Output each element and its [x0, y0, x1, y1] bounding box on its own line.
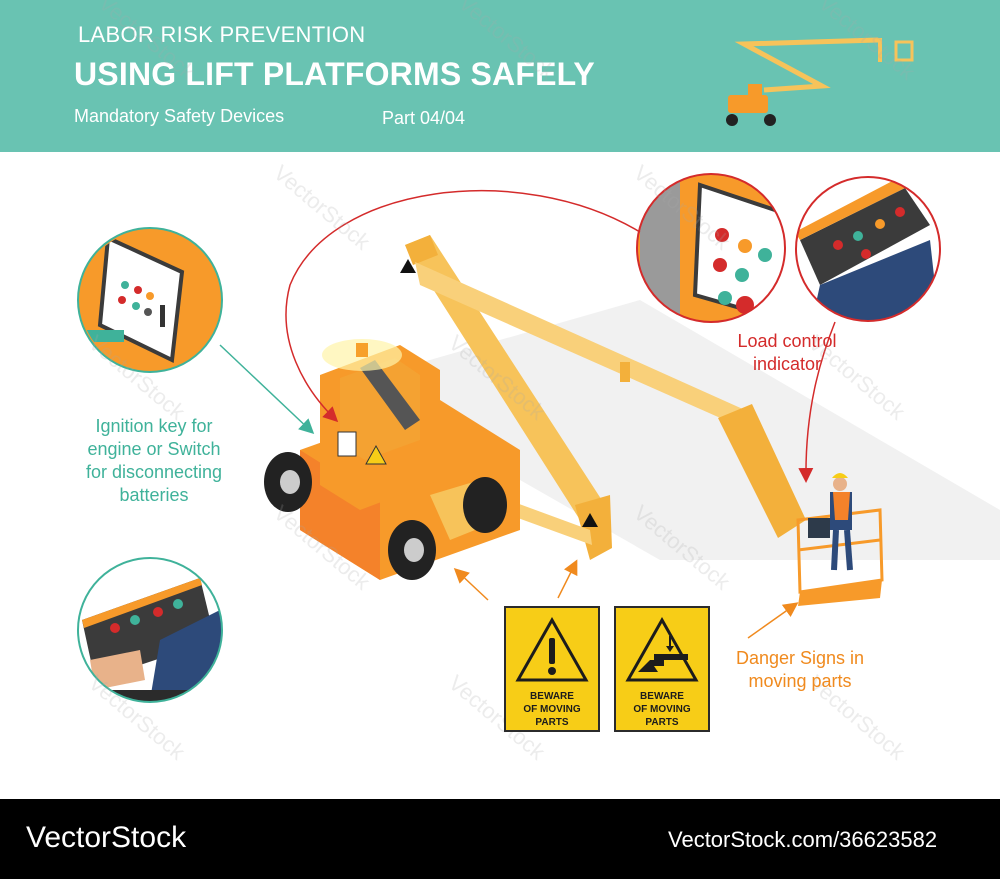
lift-basket: [796, 473, 884, 606]
header-banner: LABOR RISK PREVENTION USING LIFT PLATFOR…: [0, 0, 1000, 152]
ignition-arrow: [219, 344, 315, 435]
page-title: USING LIFT PLATFORMS SAFELY: [74, 56, 595, 92]
footer-bar: VectorStock VectorStock.com/36623582: [0, 799, 1000, 879]
danger-arrow-3: [747, 602, 799, 639]
ignition-callout-label: Ignition key for engine or Switch for di…: [85, 416, 223, 505]
wheels: [264, 452, 507, 580]
sign-text: BEWARE OF MOVING PARTS: [523, 691, 581, 728]
lift-icon: [726, 37, 914, 126]
hand-crush-warning-icon: [625, 616, 699, 682]
part-number: Part 04/04: [382, 108, 466, 128]
lift-chassis: [300, 339, 520, 580]
load-control-callout-label: Load control indicator: [737, 331, 837, 374]
exclamation-warning-icon: [515, 616, 589, 682]
warning-sign-exclamation: BEWARE OF MOVING PARTS: [504, 606, 600, 732]
illustration: [77, 37, 1000, 703]
basket-controls-arrow: [798, 321, 836, 483]
load-control-curve-arrow: [285, 189, 641, 423]
ignition-detail-circle: [77, 227, 223, 373]
basket-controls-detail-circle: [795, 176, 941, 322]
header-subtitle: Mandatory Safety Devices: [74, 106, 285, 126]
footer-brand: VectorStock: [26, 821, 187, 854]
warning-sign-hand: BEWARE OF MOVING PARTS: [614, 606, 710, 732]
header-kicker: LABOR RISK PREVENTION: [78, 22, 366, 47]
danger-arrow-1: [453, 567, 489, 601]
sign-text: BEWARE OF MOVING PARTS: [633, 691, 691, 728]
load-indicator-detail-circle: [636, 173, 786, 323]
danger-signs-callout-label: Danger Signs in moving parts: [735, 648, 865, 691]
danger-arrow-2: [557, 559, 578, 599]
footer-image-id: VectorStock.com/36623582: [668, 827, 938, 852]
